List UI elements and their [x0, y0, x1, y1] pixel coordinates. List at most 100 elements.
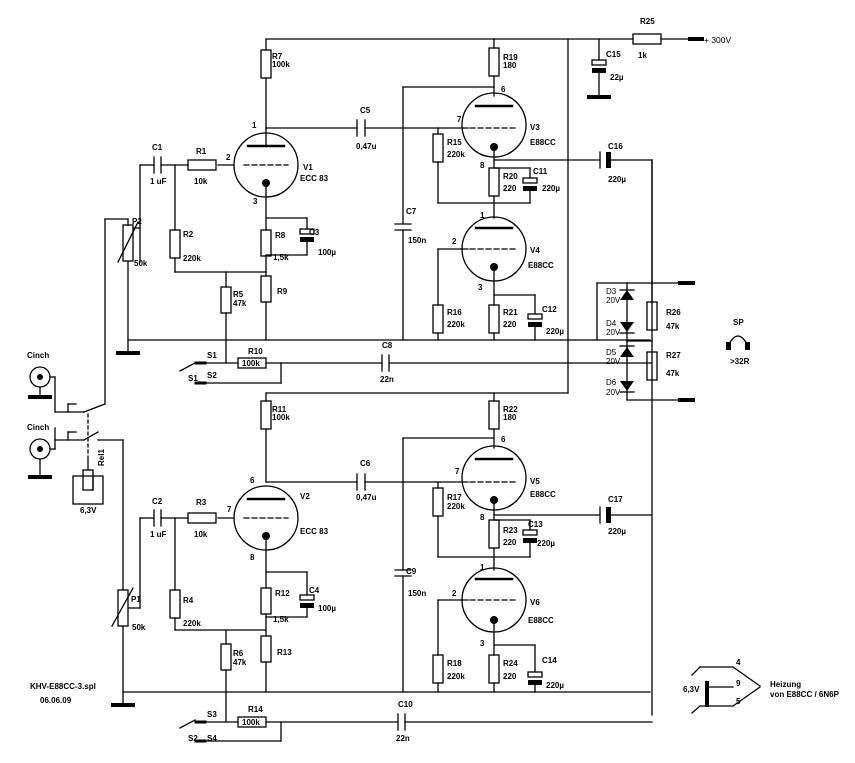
d4-value: 20V [606, 328, 621, 337]
v6-pin-1: 1 [480, 563, 485, 572]
r1-value: 10k [194, 177, 208, 186]
r24-value: 220 [503, 672, 517, 681]
resistor-r11 [260, 400, 272, 430]
resistor-r1 [187, 159, 217, 171]
d6-label: D6 [606, 378, 617, 387]
v5-label: V5 [530, 477, 540, 486]
r9-label: R9 [277, 287, 288, 296]
drawing-date: 06.06.09 [40, 696, 72, 705]
c3-value: 100µ [318, 248, 336, 257]
input-section [28, 366, 106, 505]
r21-value: 220 [503, 320, 517, 329]
r27-label: R27 [666, 351, 681, 360]
r25-value: 1k [638, 51, 647, 60]
resistor-r4 [169, 589, 181, 619]
r20-label: R20 [503, 172, 518, 181]
r23-label: R23 [503, 526, 518, 535]
c14-label: C14 [542, 656, 557, 665]
v2-pin-8: 8 [250, 553, 255, 562]
r16-value: 220k [447, 320, 465, 329]
d4-label: D4 [606, 319, 617, 328]
cinch-bottom-label: Cinch [27, 423, 49, 432]
heater-voltage: 6,3V [683, 685, 700, 694]
c5-value: 0,47u [356, 142, 377, 151]
v5-pin-8: 8 [480, 513, 485, 522]
r3-value: 10k [194, 530, 208, 539]
c12-label: C12 [542, 305, 557, 314]
v6-type: E88CC [528, 616, 554, 625]
r12-label: R12 [275, 589, 290, 598]
resistor-r19 [488, 47, 500, 77]
c14-value: 220µ [546, 681, 564, 690]
resistor-r12 [260, 587, 272, 615]
c10-label: C10 [398, 700, 413, 709]
r6-value: 47k [233, 658, 247, 667]
heater-pin-9: 9 [736, 679, 741, 688]
r14-label: R14 [248, 705, 263, 714]
v1-label: V1 [303, 163, 313, 172]
c17-label: C17 [608, 495, 623, 504]
upper-channel-wiring [104, 38, 653, 405]
resistor-r6 [220, 643, 232, 671]
r13-label: R13 [277, 648, 292, 657]
c6-value: 0,47u [356, 493, 377, 502]
r5-label: R5 [233, 290, 244, 299]
v2-pin-7: 7 [227, 505, 232, 514]
resistor-r22 [488, 400, 500, 430]
r17-value: 220k [447, 502, 465, 511]
lower-channel-wiring [97, 392, 653, 743]
v1-type: ECC 83 [300, 174, 329, 183]
output-protection [596, 159, 695, 716]
resistor-r25 [632, 33, 662, 45]
r23-value: 220 [503, 538, 517, 547]
c4-value: 100µ [318, 604, 336, 613]
p2-value: 50k [134, 259, 148, 268]
s2-switch-label: S2 [188, 734, 198, 743]
resistor-r3 [187, 512, 217, 524]
c2-value: 1 uF [150, 530, 167, 539]
r18-label: R18 [447, 659, 462, 668]
c1-label: C1 [152, 143, 163, 152]
c9-label: C9 [406, 567, 417, 576]
p1-label: P1 [131, 595, 141, 604]
v6-pin-3: 3 [480, 639, 485, 648]
r20-value: 220 [503, 184, 517, 193]
r6-label: R6 [233, 649, 244, 658]
r10-label: R10 [248, 347, 263, 356]
c9-value: 150n [408, 589, 426, 598]
v3-label: V3 [530, 123, 540, 132]
relay-voltage: 6,3V [80, 506, 97, 515]
c11-label: C11 [533, 167, 548, 176]
s4-label: S4 [207, 734, 217, 743]
c7-label: C7 [406, 207, 417, 216]
s2-label: S2 [207, 371, 217, 380]
relay-coil [72, 475, 104, 505]
c3-label: C3 [309, 228, 320, 237]
s3-label: S3 [207, 710, 217, 719]
resistor-r20 [488, 167, 500, 197]
resistor-r13 [260, 635, 272, 663]
c15-label: C15 [606, 50, 621, 59]
resistor-r7 [260, 49, 272, 79]
c15-value: 22µ [610, 73, 624, 82]
r3-label: R3 [196, 498, 207, 507]
d3-value: 20V [606, 296, 621, 305]
d6-value: 20V [606, 388, 621, 397]
v4-pin-3: 3 [478, 283, 483, 292]
v4-type: E88CC [528, 261, 554, 270]
sp-label: SP [733, 318, 744, 327]
r18-value: 220k [447, 672, 465, 681]
resistor-r21 [488, 304, 500, 334]
c17-value: 220µ [608, 527, 626, 536]
r4-label: R4 [183, 596, 194, 605]
file-name: KHV-E88CC-3.spl [30, 682, 96, 691]
v3-pin-7: 7 [457, 115, 462, 124]
r7-label: R7 [272, 52, 283, 61]
heater-pin-5: 5 [736, 697, 741, 706]
r14-value: 100k [242, 718, 260, 727]
c16-label: C16 [608, 142, 623, 151]
sp-load-label: >32R [730, 357, 750, 366]
r26-value: 47k [666, 322, 680, 331]
v6-label: V6 [530, 598, 540, 607]
